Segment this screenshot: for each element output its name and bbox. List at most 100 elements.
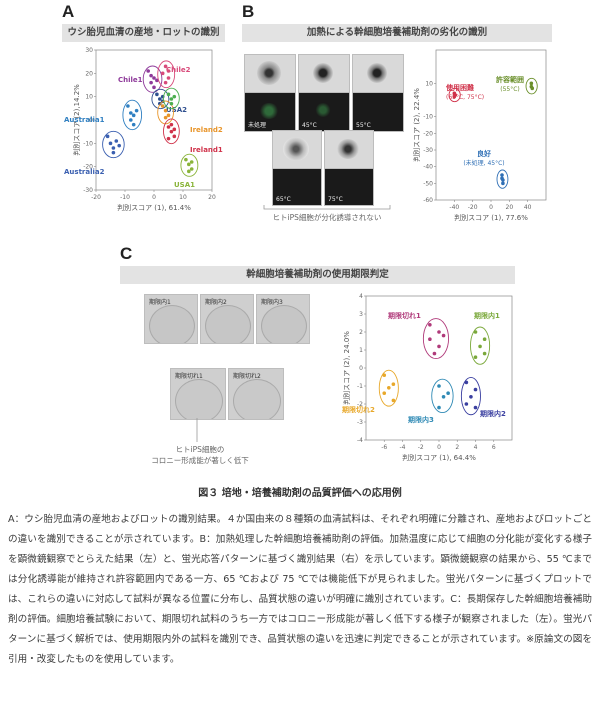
micrograph-bf-65	[272, 130, 322, 170]
series-sublabel: (65°C, 75°C)	[446, 94, 484, 101]
data-point	[501, 178, 505, 182]
cluster-ellipse	[448, 87, 461, 103]
series-sublabel: (55°C)	[500, 86, 520, 93]
cluster-ellipse	[163, 87, 180, 110]
x-axis-label: 判別スコア (1), 64.4%	[402, 453, 476, 462]
y-tick-label: -2	[357, 401, 363, 408]
data-point	[166, 76, 171, 80]
micrograph-fl-65: 65°C	[272, 168, 322, 206]
panel-b-letter: B	[242, 2, 255, 21]
cluster-ellipse	[496, 169, 509, 189]
plot-frame	[435, 49, 547, 201]
x-tick-label: -20	[468, 204, 478, 211]
series-label: 期限切れ1	[388, 311, 421, 320]
y-axis-label: 判別スコア (2),14.2%	[72, 84, 81, 156]
micrograph-fl-75: 75°C	[324, 168, 374, 206]
y-tick-label: 20	[85, 70, 93, 77]
micrograph-fl-45: 45°C	[298, 92, 350, 132]
photo-label: 75°C	[328, 196, 343, 203]
data-point	[473, 405, 478, 410]
x-tick-label: 4	[474, 444, 478, 451]
series-label: 良好	[477, 149, 491, 158]
data-point	[464, 380, 469, 385]
series-label: 期限内3	[408, 415, 434, 424]
cluster-ellipse	[142, 65, 163, 93]
photo-label: 55°C	[356, 122, 371, 129]
panel-c-caption-line1: ヒトiPS細胞の	[175, 445, 225, 454]
y-tick-label: 4	[359, 293, 363, 300]
panel-b-caption: ヒトiPS細胞が分化誘導されない	[272, 213, 382, 222]
data-point	[131, 113, 136, 118]
data-point	[158, 101, 162, 106]
y-tick-label: 3	[359, 311, 363, 318]
cluster-ellipse	[460, 376, 481, 416]
micrograph-bf-untreated	[244, 54, 296, 94]
data-point	[189, 160, 194, 164]
data-point	[441, 395, 446, 399]
y-tick-label: -3	[357, 419, 363, 426]
series-label: Chile2	[166, 66, 191, 74]
x-tick-label: -20	[91, 194, 101, 201]
data-point	[391, 382, 396, 386]
cluster-ellipse	[180, 153, 199, 177]
y-tick-label: -10	[83, 140, 93, 147]
x-tick-label: 6	[492, 444, 496, 451]
x-tick-label: 0	[152, 194, 156, 201]
x-tick-label: 20	[506, 204, 514, 211]
data-point	[111, 150, 116, 155]
data-point	[446, 391, 450, 395]
cluster-ellipse	[151, 88, 170, 110]
x-tick-label: -40	[449, 204, 459, 211]
data-point	[163, 80, 168, 85]
y-tick-label: 30	[85, 47, 93, 54]
data-point	[160, 71, 165, 76]
data-point	[437, 330, 441, 334]
dish-photo-within2: 期限内2	[200, 294, 254, 344]
y-tick-label: -20	[83, 164, 93, 171]
data-point	[437, 344, 441, 349]
x-axis-label: 判別スコア (1), 77.6%	[454, 213, 528, 222]
series-label: USA2	[166, 106, 187, 114]
data-point	[111, 146, 116, 150]
data-point	[428, 323, 432, 327]
dish-photo-within3: 期限内3	[256, 294, 310, 344]
series-label: 期限内1	[474, 311, 500, 320]
y-tick-label: -40	[423, 164, 433, 171]
data-point	[428, 337, 432, 341]
cluster-ellipse	[378, 369, 399, 407]
y-tick-label: 2	[359, 329, 363, 336]
data-point	[187, 162, 191, 167]
data-point	[105, 134, 110, 139]
data-point	[152, 85, 156, 90]
data-point	[441, 333, 446, 338]
photo-label: 期限切れ1	[175, 373, 203, 380]
series-label: 期限内2	[480, 409, 506, 418]
dish-photo-within1: 期限内1	[144, 294, 198, 344]
data-point	[163, 115, 168, 120]
data-point	[473, 330, 478, 334]
data-point	[129, 111, 133, 115]
y-tick-label: 0	[359, 365, 363, 372]
series-label: USA1	[174, 181, 195, 189]
cluster-ellipse	[163, 118, 180, 145]
series-label: Chile1	[118, 76, 143, 84]
micrograph-bf-55	[352, 54, 404, 94]
data-point	[169, 122, 174, 127]
data-point	[189, 167, 194, 171]
data-point	[172, 94, 177, 99]
cluster-ellipse	[157, 60, 176, 89]
dish-photo-expired2: 期限切れ2	[228, 368, 284, 420]
data-point	[382, 391, 387, 395]
figure-title: 図３ 培地・培養補助剤の品質評価への応用例	[198, 488, 402, 499]
y-tick-label: 0	[89, 117, 93, 124]
data-point	[169, 97, 174, 101]
data-point	[172, 134, 177, 139]
data-point	[501, 181, 505, 186]
y-axis-label: 判別スコア (2), 22.4%	[412, 88, 421, 162]
data-point	[166, 113, 171, 118]
data-point	[469, 395, 473, 399]
dish-photo-expired1: 期限切れ1	[170, 368, 226, 420]
panel-a-letter: A	[62, 2, 75, 21]
